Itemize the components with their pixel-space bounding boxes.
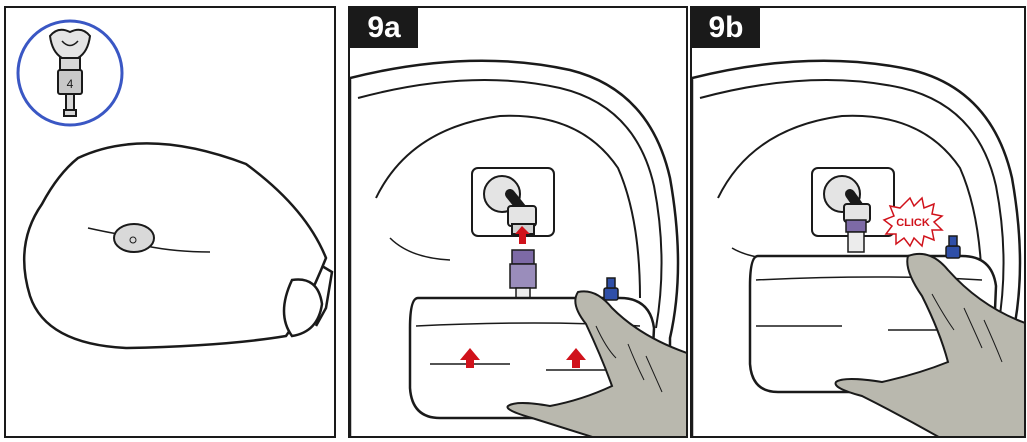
step-9b-illustration: CLICK — [692, 8, 1026, 438]
step-label-9b: 9b — [692, 8, 760, 48]
step-label-9a: 9a — [350, 8, 418, 48]
panel-step-9a: 9a — [348, 6, 688, 438]
click-callout: CLICK — [896, 217, 930, 229]
panel-step-pillow: 4 — [4, 6, 336, 438]
svg-text:4: 4 — [67, 77, 74, 91]
pillow-illustration: 4 — [6, 8, 336, 438]
panel-step-9b: CLICK 9b — [690, 6, 1026, 438]
connector-inset-icon: 4 — [18, 21, 122, 125]
step-9a-illustration — [350, 8, 688, 438]
